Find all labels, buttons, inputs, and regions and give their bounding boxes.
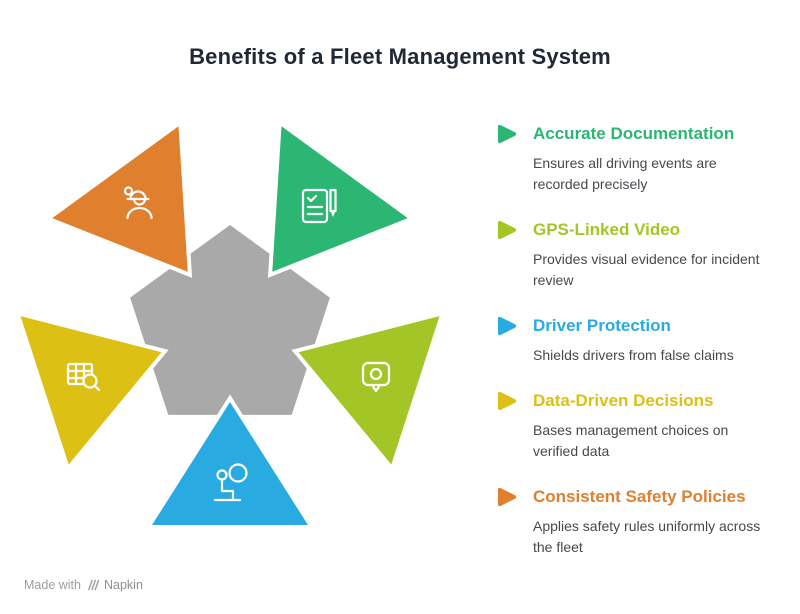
napkin-brand-label[interactable]: Napkin (103, 578, 143, 592)
benefit-arrow-icon (497, 124, 517, 144)
benefit-item-consistent-safety-policies: Consistent Safety Policies Applies safet… (496, 486, 796, 558)
pentagon-benefits-diagram (15, 118, 446, 529)
triangle-consistent-safety-policies (44, 118, 193, 278)
triangle-gps-linked-video (291, 310, 446, 473)
benefit-item-accurate-documentation: Accurate Documentation Ensures all drivi… (496, 123, 796, 195)
napkin-logo-icon (88, 579, 99, 591)
benefit-description: Provides visual evidence for incident re… (533, 251, 760, 288)
seated-driver-icon (213, 463, 248, 502)
page-title: Benefits of a Fleet Management System (189, 44, 611, 69)
benefit-title: GPS-Linked Video (533, 219, 681, 239)
made-with-label: Made with (24, 578, 81, 592)
benefit-title: Accurate Documentation (533, 123, 735, 143)
benefit-item-data-driven-decisions: Data-Driven Decisions Bases management c… (496, 390, 796, 462)
benefit-title: Data-Driven Decisions (533, 390, 714, 410)
benefit-arrow-icon (497, 220, 517, 240)
benefit-title: Driver Protection (533, 315, 671, 335)
benefit-item-gps-linked-video: GPS-Linked Video Provides visual evidenc… (496, 219, 796, 291)
checklist-pen-icon (301, 188, 337, 224)
benefit-description: Ensures all driving events are recorded … (533, 155, 717, 192)
benefit-description: Bases management choices on verified dat… (533, 422, 729, 459)
made-with-napkin[interactable]: Made with Napkin (24, 578, 143, 592)
triangle-data-driven-decisions (15, 310, 169, 473)
safety-officer-icon (123, 186, 153, 220)
benefit-description: Applies safety rules uniformly across th… (533, 518, 761, 555)
triangle-driver-protection (144, 394, 316, 529)
table-magnifier-icon (66, 362, 101, 392)
triangle-accurate-documentation (267, 118, 416, 278)
benefit-arrow-icon (497, 391, 517, 411)
camera-location-pin-icon (361, 361, 391, 393)
benefit-arrow-icon (497, 316, 517, 336)
benefit-item-driver-protection: Driver Protection Shields drivers from f… (496, 315, 796, 366)
benefit-description: Shields drivers from false claims (533, 347, 734, 363)
benefit-arrow-icon (497, 487, 517, 507)
benefit-title: Consistent Safety Policies (533, 486, 746, 506)
benefits-list: Accurate Documentation Ensures all drivi… (496, 123, 796, 582)
